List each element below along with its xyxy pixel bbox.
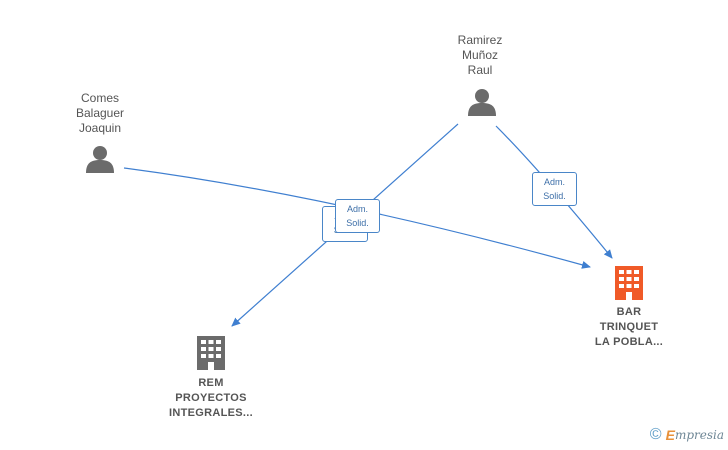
building-icon-focus[interactable]: [615, 266, 643, 300]
node-label-rem[interactable]: REM PROYECTOS INTEGRALES...: [169, 377, 253, 419]
edge-label-adm-solid[interactable]: Adm. Solid.: [335, 199, 380, 233]
empresia-watermark: © E mpresia: [650, 426, 724, 444]
person-icon[interactable]: [86, 146, 114, 173]
node-label-comes[interactable]: Comes Balaguer Joaquin: [75, 91, 125, 135]
copyright-icon: ©: [649, 426, 662, 443]
brand-initial: E: [665, 427, 675, 443]
node-label-bar[interactable]: BAR TRINQUET LA POBLA...: [594, 306, 664, 348]
person-icon[interactable]: [468, 89, 496, 116]
building-icon[interactable]: [197, 336, 225, 370]
node-label-ramirez[interactable]: Ramirez Muñoz Raul: [457, 33, 503, 77]
edge-label-adm-solid[interactable]: Adm. Solid.: [532, 172, 577, 206]
brand-name: mpresia: [674, 428, 724, 442]
